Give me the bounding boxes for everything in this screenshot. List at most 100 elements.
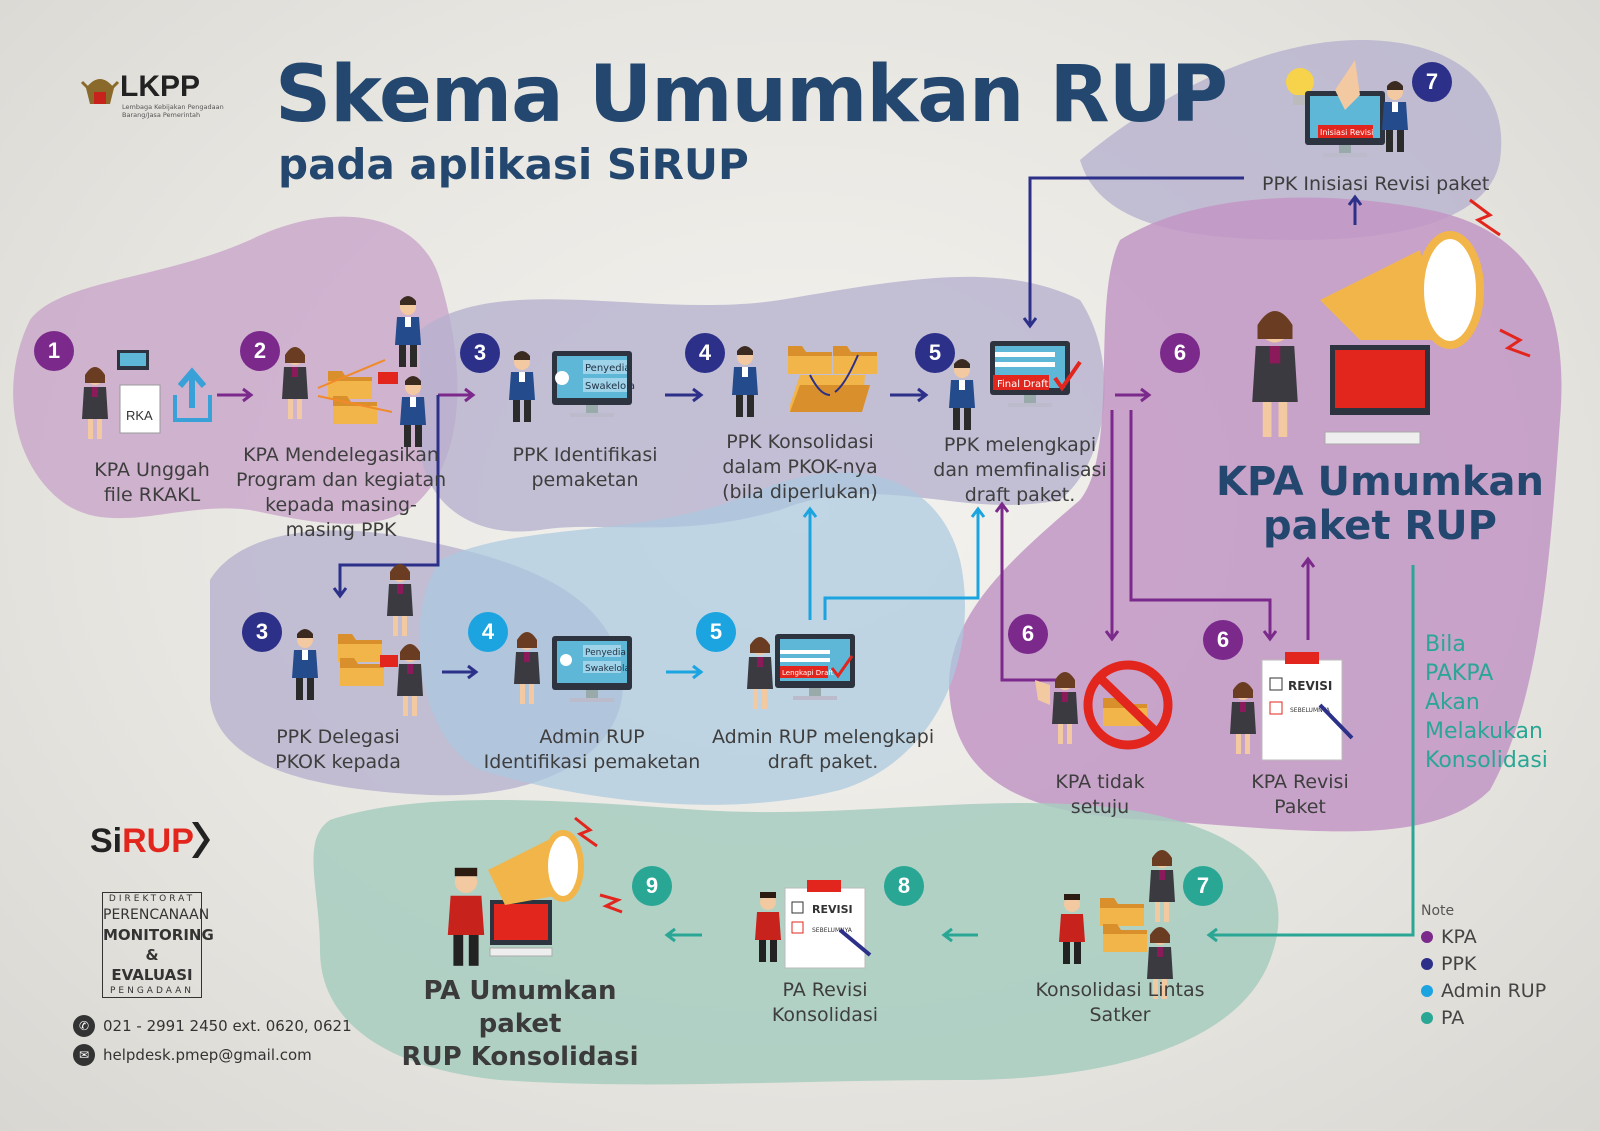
legend-dot-admin [1421,984,1433,997]
email-text[interactable]: helpdesk.pmep@gmail.com [103,1046,312,1064]
step7-ppk-illustration: Inisiasi Revisi [1286,60,1408,157]
screen-inisiasi-revisi: Inisiasi Revisi [1320,128,1373,137]
admin-screen-penyedia: Penyedia [585,648,626,658]
legend-item-admin: Admin RUP [1421,977,1546,1004]
revisi-doc-label: REVISI [1288,679,1332,693]
legend-item-kpa: KPA [1421,923,1546,950]
legend-label-admin: Admin RUP [1441,979,1547,1002]
badge-pa-9: 9 [632,866,672,906]
legend-label-kpa: KPA [1441,925,1477,948]
arrows-kpa-right [994,387,1316,682]
revisi-doc-sub: SEBELUMNYA [1290,707,1331,714]
page-title: Skema Umumkan RUP [275,50,1228,140]
contact-phone: ✆ 021 - 2991 2450 ext. 0620, 0621 [73,1015,352,1037]
sirup-chevron-icon [192,822,210,858]
legend-dot-pa [1421,1011,1433,1024]
page-subtitle: pada aplikasi SiRUP [278,140,749,189]
badge-kpa-6b: 6 [1203,620,1243,660]
badge-ppk-5: 5 [915,333,955,373]
arrows-ppk-row [332,176,1363,680]
label-ppk-7: PPK Inisiasi Revisi paket [1262,173,1490,195]
arrows-top-row [217,387,476,403]
badge-ppk-3: 3 [460,333,500,373]
blob-kpa-left [13,216,458,524]
badge-kpa-1: 1 [34,331,74,371]
step6b-illustration: REVISI SEBELUMNYA [1230,652,1354,761]
step2-illustration [282,296,426,447]
rka-doc-label: RKA [126,408,153,423]
lkpp-logo-subtext: Lembaga Kebijakan Pengadaan Barang/Jasa … [122,103,224,119]
step8-pa-illustration: REVISI SEBELUMNYA [755,880,872,969]
step4-illustration [732,346,877,417]
badge-ppk-3b: 3 [242,612,282,652]
sirup-logo: SiRUP [90,822,194,861]
admin-screen-swakelola: Swakelola [585,664,630,674]
step1-illustration: RKA [82,350,212,439]
sirup-logo-rup: RUP [122,822,194,860]
legend-label-pa: PA [1441,1006,1465,1029]
screen-penyedia: Penyedia [585,363,631,374]
legend-label-ppk: PPK [1441,952,1477,975]
step4-admin-illustration: Penyedia Swakelola [514,632,632,704]
blob-admin [419,472,965,805]
badge-admin-5: 5 [696,612,736,652]
garuda-emblem [80,79,120,104]
legend: Note KPA PPK Admin RUP PA [1421,903,1546,1031]
sirup-logo-si: Si [90,822,123,860]
phone-text: 021 - 2991 2450 ext. 0620, 0621 [103,1017,352,1035]
badge-kpa-6a: 6 [1008,614,1048,654]
step9-pa-illustration [447,816,623,966]
step7-pa-illustration [1059,850,1175,999]
step6a-illustration [1035,660,1173,750]
legend-item-ppk: PPK [1421,950,1546,977]
direktorat-line-3: & EVALUASI [102,945,202,985]
direktorat-line-2: MONITORING [102,925,214,945]
screen-swakelola: Swakelola [585,381,635,392]
badge-pa-7: 7 [1183,866,1223,906]
pa-revisi-doc-label: REVISI [812,903,853,916]
arrows-pa-row [664,565,1415,943]
legend-title: Note [1421,903,1455,919]
mail-icon: ✉ [73,1044,95,1066]
badge-kpa-2: 2 [240,331,280,371]
step3-illustration: Penyedia Swakelola [509,351,635,422]
step6-illustration [1252,198,1531,445]
arrows-admin-row [666,506,986,680]
step5-illustration: Final Draft [949,341,1082,430]
badge-kpa-6: 6 [1160,333,1200,373]
direktorat-bottom: PENGADAAN [102,985,202,998]
badge-ppk-7: 7 [1412,62,1452,102]
legend-dot-kpa [1421,930,1433,943]
screen-final-draft: Final Draft [997,379,1049,390]
pa-revisi-doc-sub: SEBELUMNYA [812,927,853,934]
direktorat-top: DIREKTORAT [102,892,202,905]
screen-lengkapi-draft: Lengkapi Draft [782,669,834,677]
badge-admin-4: 4 [468,612,508,652]
step5-admin-illustration: Lengkapi Draft [747,634,855,709]
badge-ppk-4: 4 [685,333,725,373]
legend-dot-ppk [1421,957,1433,970]
step3b-illustration [292,564,423,716]
whatsapp-icon: ✆ [73,1015,95,1037]
badge-pa-8: 8 [884,866,924,906]
legend-item-pa: PA [1421,1004,1546,1031]
direktorat-line-1: PERENCANAAN [102,905,210,925]
contact-email: ✉ helpdesk.pmep@gmail.com [73,1044,312,1066]
direktorat-logo: DIREKTORAT PERENCANAAN MONITORING & EVAL… [102,892,214,998]
